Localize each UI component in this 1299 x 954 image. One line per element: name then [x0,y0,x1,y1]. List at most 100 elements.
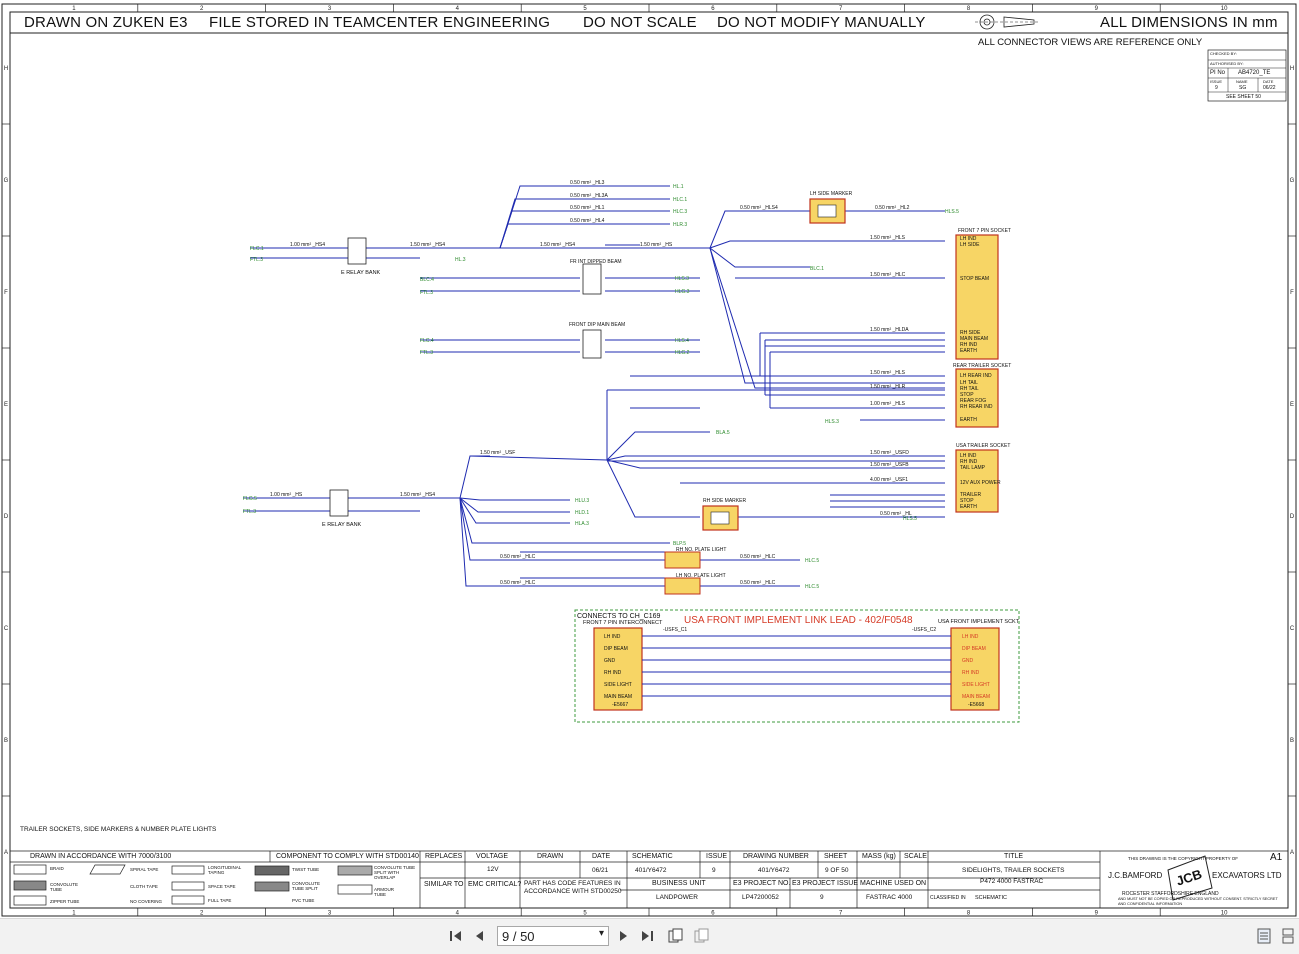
grid-row-label: F [1290,290,1294,296]
svg-text:0.50 mm² _HL4: 0.50 mm² _HL4 [570,218,605,224]
grid-row-label: A [4,850,8,856]
svg-text:1.50 mm² _HS4: 1.50 mm² _HS4 [410,242,445,248]
svg-text:LH REAR IND: LH REAR IND [960,373,992,379]
svg-text:FLC.1: FLC.1 [250,246,264,252]
svg-text:RH REAR IND: RH REAR IND [960,404,993,410]
first-page-button[interactable] [447,927,465,945]
next-page-button[interactable] [614,927,632,945]
svg-text:RH TAIL: RH TAIL [960,386,979,392]
company-name-1: J.C.BAMFORD [1108,871,1163,880]
issue-label: ISSUE [706,853,728,860]
svg-text:RH IND: RH IND [960,342,978,348]
grid-column-label: 4 [456,911,460,917]
page-selector[interactable]: 9 / 50 ▾ [497,926,609,946]
grid-row-label: F [4,290,8,296]
link-lead-left-ref: -E5667 [612,702,629,708]
title-line2: P472 4000 FASTRAC [980,878,1044,885]
e3-issue-value: 9 [820,894,824,901]
legend-armour: ARMOUR TUBE [374,887,394,897]
header-drawn-on: DRAWN ON ZUKEN E3 [24,14,188,31]
svg-text:FTL.3: FTL.3 [420,350,433,356]
rev-date: 06/22 [1263,85,1276,91]
next-page-icon [620,931,627,941]
svg-text:FLG.5: FLG.5 [243,496,257,502]
svg-text:HLA.3: HLA.3 [575,521,589,527]
svg-text:FLC.4: FLC.4 [420,338,434,344]
relay-bank-top-label: E RELAY BANK [341,270,381,276]
issue-value: 9 [712,867,716,874]
grid-column-label: 1 [72,6,76,12]
svg-text:STOP: STOP [960,498,974,504]
svg-text:HLD.1: HLD.1 [575,510,589,516]
grid-column-label: 4 [456,6,460,12]
continuous-view-icon [1282,928,1294,944]
classified-value: SCHEMATIC [975,895,1007,901]
scale-label: SCALE [904,853,927,860]
mass-label: MASS (kg) [862,853,896,860]
schematic-label: SCHEMATIC [632,853,673,860]
svg-text:RH IND: RH IND [960,459,978,465]
revision-box [1207,49,1287,102]
grid-column-label: 8 [967,6,971,12]
comply-note: COMPONENT TO COMPLY WITH STD00140 [276,853,419,860]
svg-text:EARTH: EARTH [960,348,977,354]
svg-text:HLR.3: HLR.3 [673,222,687,228]
fit-width-button[interactable] [692,927,710,945]
grid-column-label: 5 [583,911,587,917]
svg-text:TRAILER: TRAILER [960,492,982,498]
fit-page-button[interactable] [666,927,684,945]
grid-row-label: G [1290,178,1295,184]
grid-column-label: 2 [200,911,204,917]
svg-text:0.50 mm² _HL3: 0.50 mm² _HL3 [570,180,605,186]
svg-text:HLC.1: HLC.1 [673,197,687,203]
date-value: 06/21 [592,867,609,874]
svg-text:0.50 mm² _HLS4: 0.50 mm² _HLS4 [740,205,778,211]
rear-trailer-label: REAR TRAILER SOCKET [953,363,1012,369]
fit-width-icon [694,928,709,943]
svg-text:BLC.1: BLC.1 [810,266,824,272]
last-page-button[interactable] [638,927,656,945]
relay-bank-bottom-label: E RELAY BANK [322,522,362,528]
pi-no-label: PI No [1210,70,1226,76]
svg-text:HL.3: HL.3 [455,257,466,263]
machine-label: MACHINE USED ON [860,880,927,887]
svg-text:HLC.5: HLC.5 [805,584,819,590]
grid-column-label: 9 [1095,6,1099,12]
legend-convolute-split: CONVOLUTE TUBE SPLIT [292,881,321,891]
company-name-2: EXCAVATORS LTD [1212,871,1282,880]
authorised-by: AUTHORISED BY: [1210,61,1244,66]
svg-text:1.50 mm² _HLDA: 1.50 mm² _HLDA [870,327,909,333]
svg-text:HLS.3: HLS.3 [675,276,689,282]
grid-row-label: E [1290,402,1294,408]
front-7pin-label: FRONT 7 PIN SOCKET [958,228,1011,234]
drawing-number-label: DRAWING NUMBER [743,853,809,860]
replaces-label: REPLACES [425,853,463,860]
previous-page-button[interactable] [471,927,489,945]
grid-column-label: 7 [839,911,843,917]
previous-page-icon [476,931,483,941]
grid-column-label: 3 [328,911,332,917]
grid-column-label: 5 [583,6,587,12]
svg-text:TAIL LAMP: TAIL LAMP [960,465,986,471]
copyright-note: THIS DRAWING IS THE COPYRIGHT PROPERTY O… [1128,856,1239,861]
link-lead-connects: CONNECTS TO CH_C169 [577,613,661,620]
grid-column-label: 9 [1095,911,1099,917]
rev-name: SG [1239,85,1247,91]
sheet-label: SHEET [824,853,848,860]
svg-text:1.50 mm² _USFD: 1.50 mm² _USFD [870,450,909,456]
single-page-view-button[interactable] [1255,927,1273,945]
drawing-number-value: 401/Y6472 [758,867,790,874]
grid-row-label: C [1290,626,1295,632]
grid-row-label: C [4,626,9,632]
svg-text:HLS.5: HLS.5 [945,209,959,215]
svg-text:BLA.5: BLA.5 [716,430,730,436]
first-page-icon [450,931,461,941]
single-page-icon [1257,928,1271,944]
front-dip-label: FRONT DIP MAIN BEAM [569,322,626,328]
grid-column-label: 3 [328,6,332,12]
drawn-accordance: DRAWN IN ACCORDANCE WITH 7000/3100 [30,853,172,860]
rh-side-marker-label: RH SIDE MARKER [703,498,747,504]
continuous-view-button[interactable] [1279,927,1297,945]
